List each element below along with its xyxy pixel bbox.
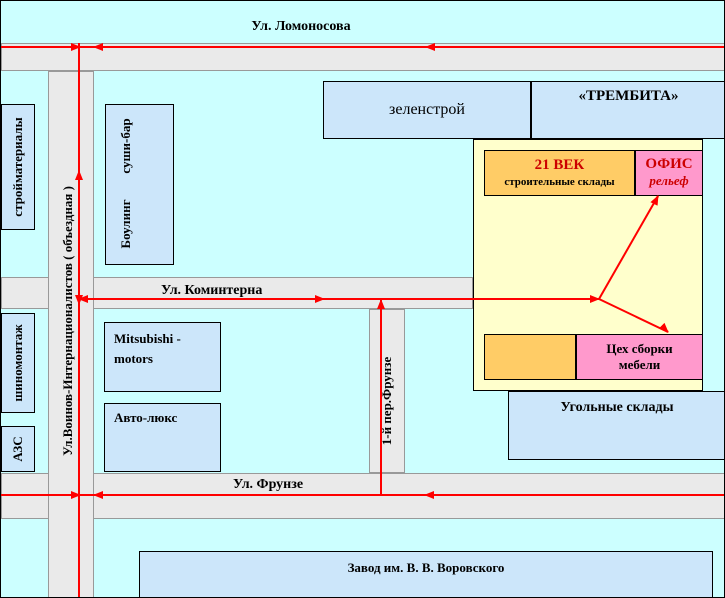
street-label-frunze: Ул. Фрунзе — [233, 477, 304, 492]
block-trembita-label: «ТРЕМБИТА» — [578, 88, 679, 104]
block-21-vek: 21 ВЕК строительные склады — [484, 150, 635, 196]
block-office-subtitle: рельеф — [649, 173, 689, 188]
block-warehouse-small — [484, 334, 576, 380]
block-shinomontazh: шиномонтаж — [1, 313, 35, 413]
block-mitsubishi: Mitsubishi - motors — [104, 322, 221, 392]
block-21-vek-title: 21 ВЕК — [534, 157, 585, 173]
block-zelenstroy: зеленстрой — [323, 81, 531, 139]
route-to-furniture — [598, 298, 669, 333]
block-autolux-label: Авто-люкс — [114, 410, 178, 425]
block-zelenstroy-label: зеленстрой — [389, 101, 465, 118]
block-mitsubishi-label: Mitsubishi - motors — [114, 331, 181, 366]
block-stroymaterialy: стройматериалы — [1, 104, 35, 230]
block-factory-label: Завод им. В. В. Воровского — [347, 560, 505, 575]
block-21-vek-subtitle: строительные склады — [504, 176, 615, 188]
route-to-office — [598, 195, 659, 300]
block-autolux: Авто-люкс — [104, 403, 221, 472]
block-trembita: «ТРЕМБИТА» — [531, 81, 724, 139]
arrow-office — [650, 195, 659, 206]
block-furniture-label: Цех сборки мебели — [606, 341, 673, 372]
street-label-kominterna: Ул. Коминтерна — [161, 283, 263, 298]
road-voinov — [48, 71, 94, 597]
road-frunze-lane — [369, 309, 405, 473]
block-furniture: Цех сборки мебели — [576, 334, 703, 380]
block-bowling-sushi: Боулинг суши-бар — [105, 104, 174, 265]
block-factory: Завод им. В. В. Воровского — [139, 551, 713, 597]
block-office: ОФИС рельеф — [635, 150, 703, 196]
arrow-furniture — [658, 322, 669, 333]
street-label-lomonosova: Ул. Ломоносова — [251, 19, 351, 34]
block-coal: Угольные склады — [508, 391, 724, 460]
block-office-title: ОФИС — [645, 156, 693, 172]
block-coal-label: Угольные склады — [560, 400, 674, 415]
block-azs: АЗС — [1, 426, 35, 472]
